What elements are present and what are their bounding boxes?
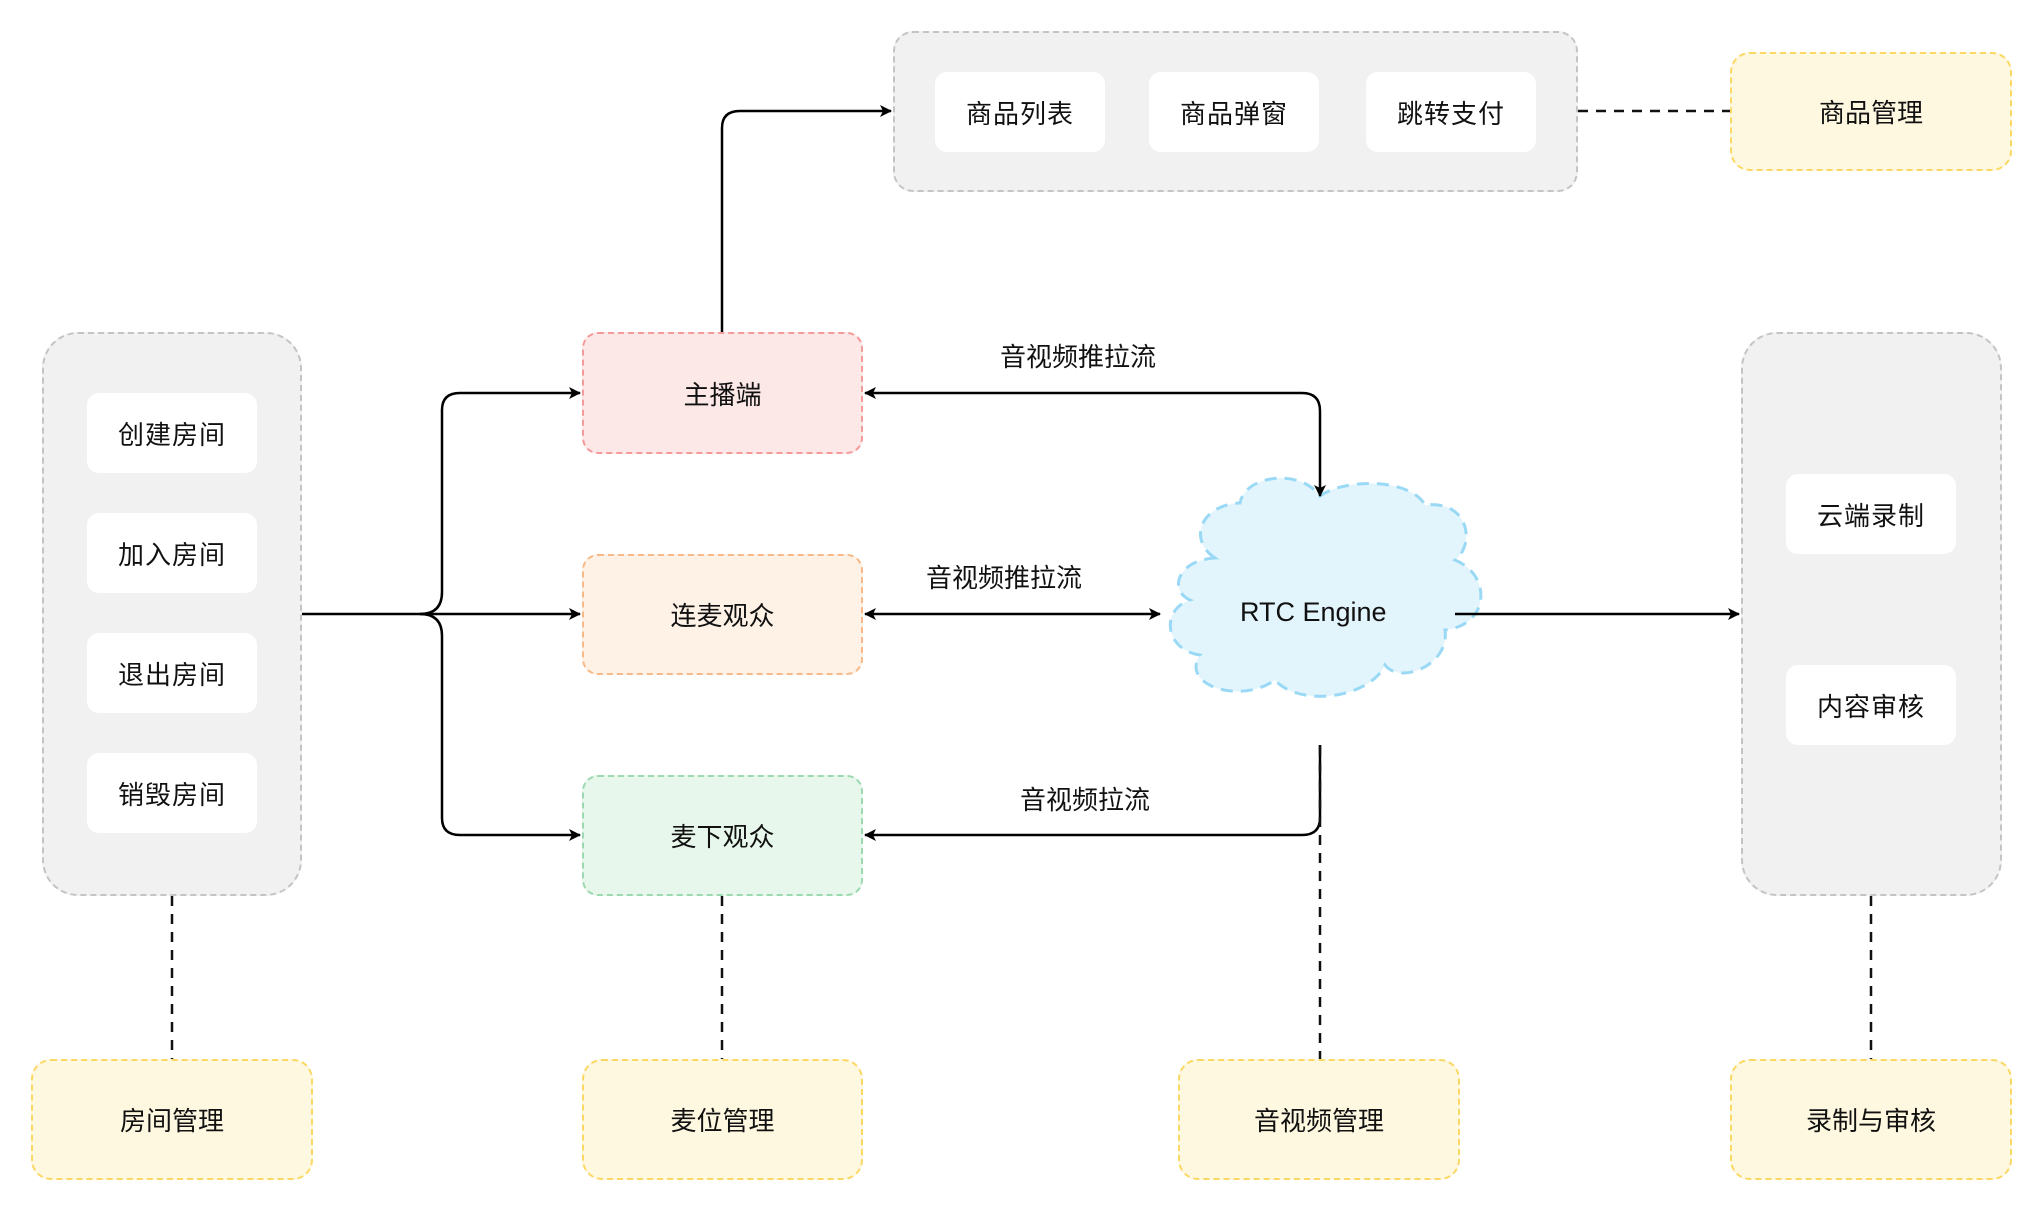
viewer-stream-label: 音视频拉流 [1020, 786, 1151, 816]
recording-item-content-moderation[interactable]: 内容审核 [1786, 665, 1956, 745]
commerce-item-label: 跳转支付 [1396, 99, 1505, 130]
recording-item-label: 云端录制 [1816, 501, 1925, 532]
commerce-management-label: 商品管理 [1818, 99, 1923, 129]
room-item-label: 销毁房间 [117, 780, 226, 811]
room-management-label: 房间管理 [119, 1107, 224, 1137]
recording-management-box[interactable]: 录制与审核 [1730, 1059, 2012, 1180]
recording-module-container [1741, 332, 2002, 896]
room-item-label: 创建房间 [117, 420, 226, 451]
commerce-item-label: 商品列表 [965, 99, 1074, 130]
edge-host-to-commerce [720, 105, 892, 332]
commerce-management-box[interactable]: 商品管理 [1730, 52, 2012, 171]
edge-room-to-viewer [419, 612, 581, 841]
rtc-engine-label: RTC Engine [1240, 597, 1387, 627]
room-item-destroy[interactable]: 销毁房间 [87, 753, 257, 833]
recording-item-cloud-record[interactable]: 云端录制 [1786, 474, 1956, 554]
room-item-create[interactable]: 创建房间 [87, 393, 257, 473]
viewer-audience-label: 麦下观众 [670, 823, 775, 853]
edge-room-to-host [419, 387, 581, 616]
viewer-audience-node[interactable]: 麦下观众 [582, 775, 863, 896]
av-management-label: 音视频管理 [1253, 1107, 1384, 1137]
seat-management-box[interactable]: 麦位管理 [582, 1059, 863, 1180]
co-host-audience-node[interactable]: 连麦观众 [582, 554, 863, 675]
commerce-item-label: 商品弹窗 [1179, 99, 1288, 130]
room-item-leave[interactable]: 退出房间 [87, 633, 257, 713]
commerce-item-checkout[interactable]: 跳转支付 [1366, 72, 1536, 152]
room-item-join[interactable]: 加入房间 [87, 513, 257, 593]
recording-item-label: 内容审核 [1816, 692, 1925, 723]
co-host-audience-label: 连麦观众 [670, 602, 775, 632]
commerce-item-product-popup[interactable]: 商品弹窗 [1149, 72, 1319, 152]
seat-management-label: 麦位管理 [670, 1107, 775, 1137]
room-item-label: 退出房间 [117, 660, 226, 691]
co-host-stream-label: 音视频推拉流 [926, 564, 1083, 594]
room-management-box[interactable]: 房间管理 [31, 1059, 313, 1180]
recording-management-label: 录制与审核 [1805, 1107, 1936, 1137]
rtc-engine-cloud [1168, 476, 1483, 698]
host-label: 主播端 [683, 380, 762, 411]
room-item-label: 加入房间 [117, 540, 226, 571]
av-management-box[interactable]: 音视频管理 [1178, 1059, 1460, 1180]
edge-host-rtc [864, 387, 1326, 497]
host-stream-label: 音视频推拉流 [1000, 343, 1157, 373]
commerce-item-product-list[interactable]: 商品列表 [935, 72, 1105, 152]
host-node[interactable]: 主播端 [582, 332, 863, 454]
